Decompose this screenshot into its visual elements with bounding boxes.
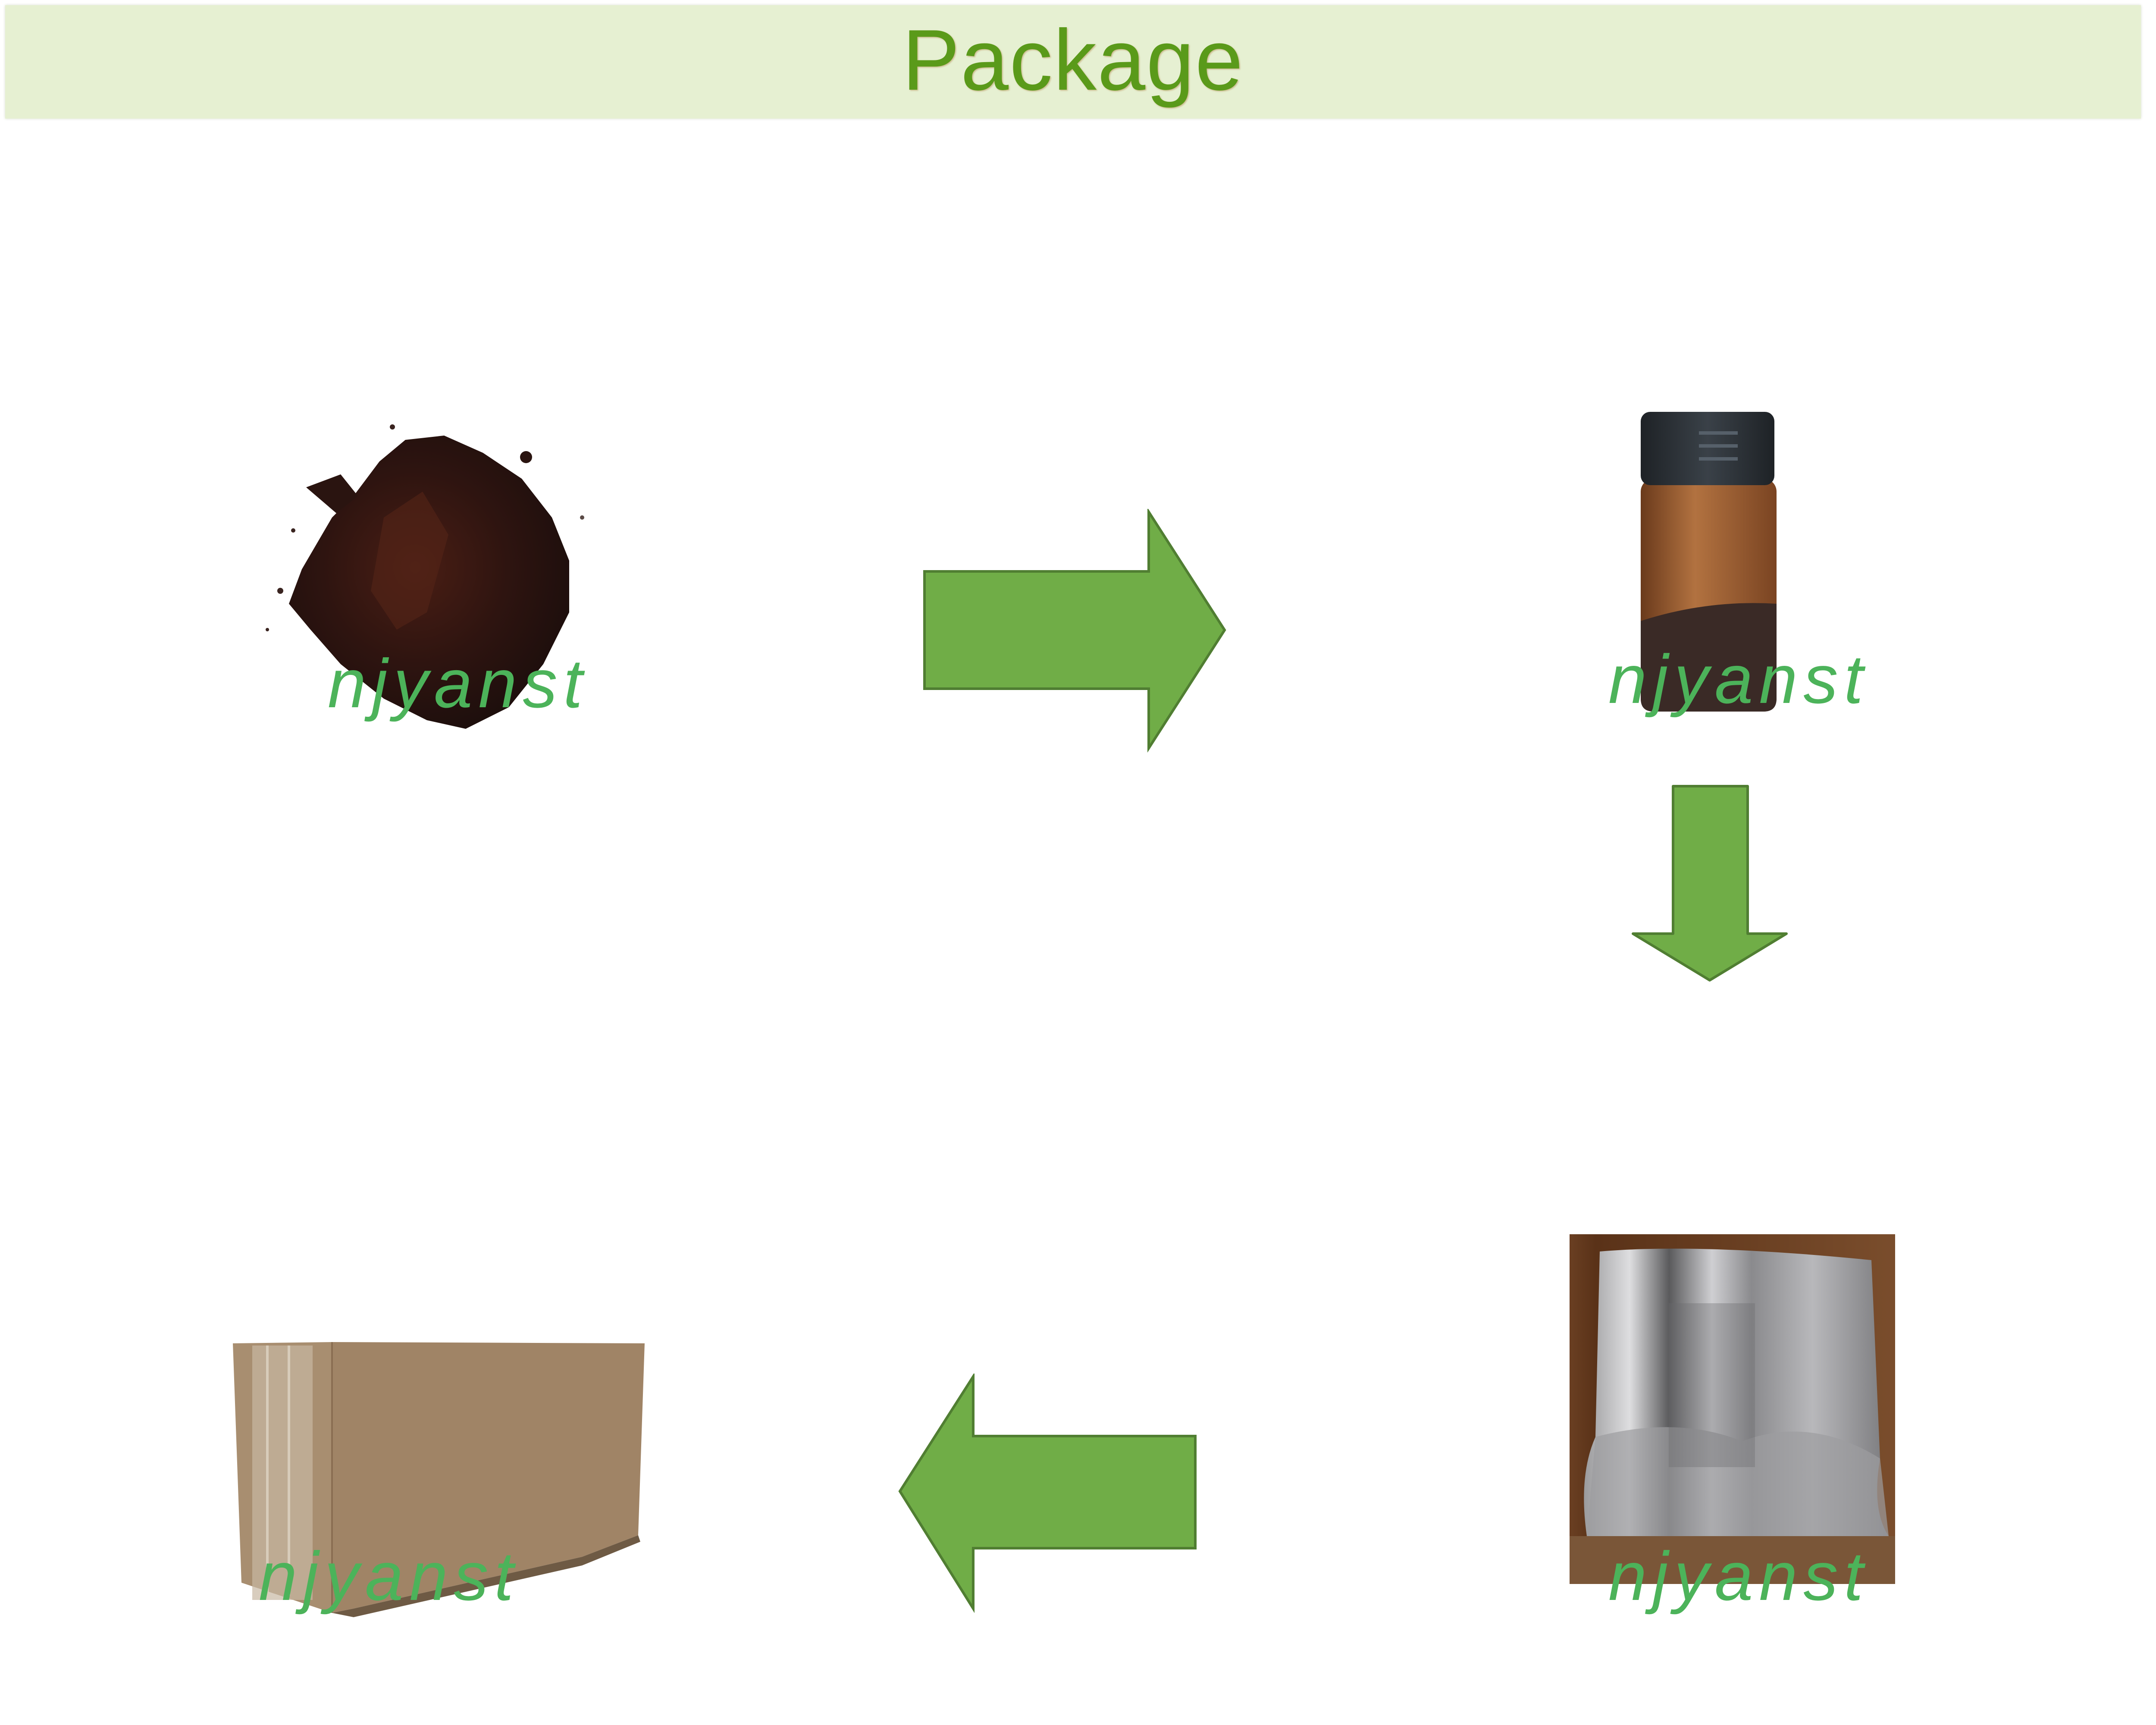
watermark-powder: njyanst <box>328 645 589 722</box>
header-banner: Package <box>5 5 2141 119</box>
watermark-carton: njyanst <box>259 1537 520 1615</box>
carton-image <box>224 1333 647 1626</box>
powder-pile-icon <box>266 424 584 729</box>
page-title: Package <box>902 12 1244 108</box>
foil-bag-image <box>1570 1234 1895 1584</box>
arrow-right-icon <box>923 509 1226 753</box>
foil-bag-icon <box>1570 1248 1895 1584</box>
arrow-left-icon <box>898 1374 1197 1613</box>
watermark-foil-bag: njyanst <box>1608 1537 1869 1615</box>
cardboard-box-icon <box>233 1342 645 1617</box>
bottle-image <box>1634 397 1781 716</box>
amber-bottle-icon <box>1641 412 1777 712</box>
powder-image <box>241 388 595 742</box>
arrow-down-icon <box>1632 785 1788 982</box>
watermark-bottle: njyanst <box>1608 640 1869 718</box>
